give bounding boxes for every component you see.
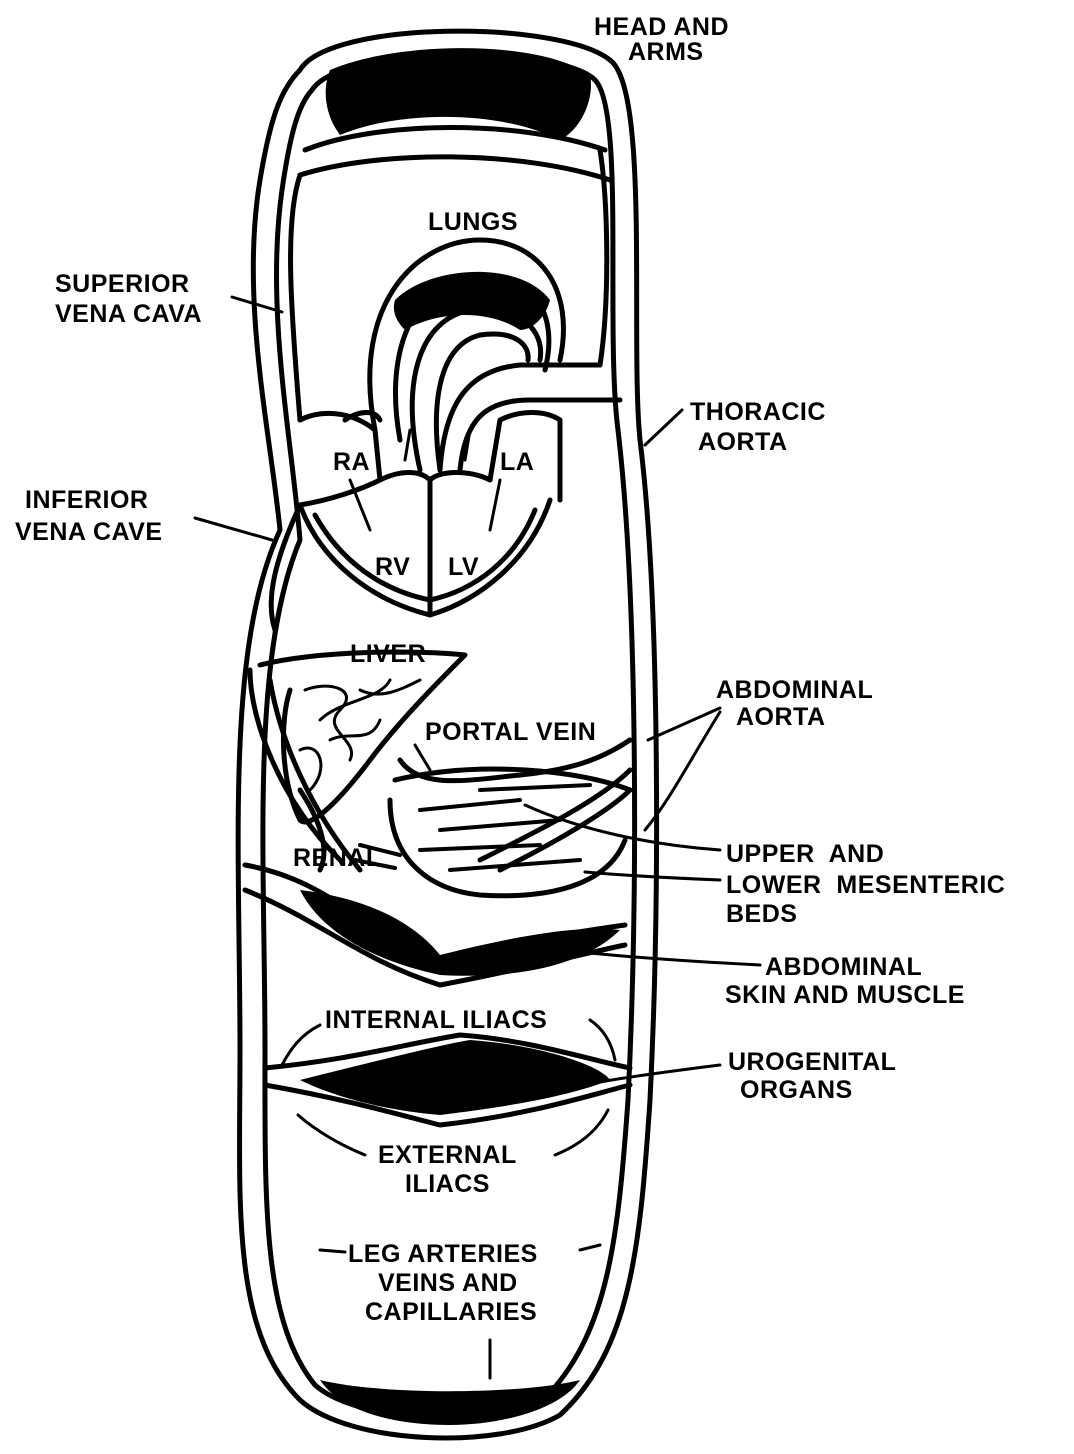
label-thoracic-aorta-1: THORACIC bbox=[690, 398, 826, 426]
label-abdominal-aorta-2: AORTA bbox=[736, 703, 826, 731]
label-urogenital-2: ORGANS bbox=[740, 1076, 853, 1104]
label-external-iliacs-1: EXTERNAL bbox=[378, 1141, 517, 1169]
label-inferior-vena-cave-2: VENA CAVE bbox=[15, 518, 163, 546]
urogenital-bed bbox=[265, 1035, 630, 1125]
label-la: LA bbox=[500, 448, 534, 476]
label-head-and-arms-2: ARMS bbox=[628, 38, 704, 66]
labels: HEAD AND ARMS LUNGS SUPERIOR VENA CAVA T… bbox=[15, 13, 1005, 1326]
label-leg-beds-3: CAPILLARIES bbox=[365, 1298, 537, 1326]
heart bbox=[300, 413, 560, 616]
label-abdominal-aorta-1: ABDOMINAL bbox=[716, 676, 873, 704]
label-renal: RENAL bbox=[293, 844, 382, 872]
label-leg-beds-2: VEINS AND bbox=[378, 1269, 518, 1297]
label-superior-vena-cava-1: SUPERIOR bbox=[55, 270, 190, 298]
label-head-and-arms-1: HEAD AND bbox=[594, 13, 729, 41]
label-abdominal-skin-muscle-1: ABDOMINAL bbox=[765, 953, 922, 981]
head-arms-bed bbox=[300, 48, 610, 180]
label-leg-beds-1: LEG ARTERIES bbox=[348, 1240, 538, 1268]
label-lv: LV bbox=[448, 553, 479, 581]
label-superior-vena-cava-2: VENA CAVA bbox=[55, 300, 202, 328]
liver bbox=[250, 652, 465, 870]
label-inferior-vena-cave-1: INFERIOR bbox=[25, 486, 148, 514]
label-mesenteric-2: LOWER MESENTERIC bbox=[726, 871, 1005, 899]
label-external-iliacs-2: ILIACS bbox=[405, 1170, 490, 1198]
label-lungs: LUNGS bbox=[428, 208, 518, 236]
label-rv: RV bbox=[375, 553, 410, 581]
label-thoracic-aorta-2: AORTA bbox=[698, 428, 788, 456]
label-abdominal-skin-muscle-2: SKIN AND MUSCLE bbox=[725, 981, 965, 1009]
leg-bed bbox=[320, 1380, 580, 1425]
label-internal-iliacs: INTERNAL ILIACS bbox=[325, 1006, 547, 1034]
label-mesenteric-3: BEDS bbox=[726, 900, 797, 928]
label-portal-vein: PORTAL VEIN bbox=[425, 718, 596, 746]
label-mesenteric-1: UPPER AND bbox=[726, 840, 884, 868]
leader-arrows bbox=[195, 297, 760, 1378]
label-liver: LIVER bbox=[350, 640, 426, 668]
label-urogenital-1: UROGENITAL bbox=[728, 1048, 896, 1076]
label-ra: RA bbox=[333, 448, 370, 476]
